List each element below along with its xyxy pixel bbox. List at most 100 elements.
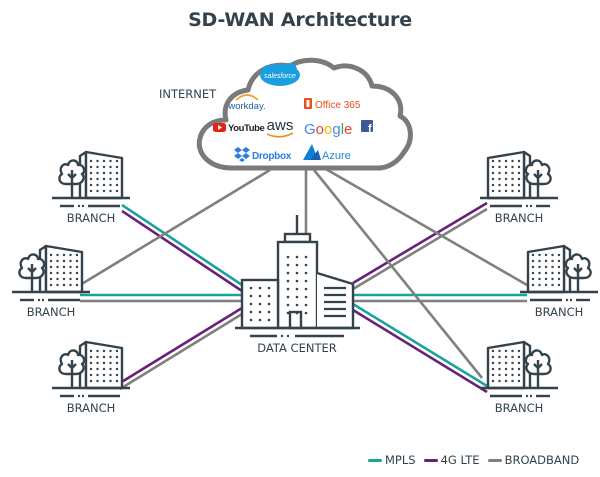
window-dot [304, 271, 308, 275]
link-right-top-lte [352, 201, 488, 285]
window-dot [258, 286, 262, 290]
lte-swatch [423, 458, 438, 462]
tree-icon [524, 349, 552, 388]
link-left-bottom-lte [119, 306, 243, 385]
link-internet-right-middle [323, 166, 528, 287]
branch-right-bottom: BRANCH [480, 340, 558, 415]
building-icon [12, 244, 90, 302]
window-dot [295, 279, 299, 283]
branch-left-top: BRANCH [52, 150, 130, 225]
google-logo: Google [304, 121, 352, 138]
window-dot [304, 295, 308, 299]
window-dot [295, 303, 299, 307]
window-dot [249, 310, 253, 314]
dropbox-text: Dropbox [252, 151, 292, 162]
building-icon [480, 340, 558, 398]
tree-icon [18, 253, 46, 292]
window-dot [286, 311, 290, 315]
branch-label: BRANCH [67, 211, 116, 225]
branch-left-bottom: BRANCH [52, 340, 130, 415]
window-dot [295, 287, 299, 291]
tree-icon [564, 253, 592, 292]
legend-label-broadband: BROADBAND [504, 453, 580, 467]
office365-text: Office 365 [315, 100, 361, 111]
window-dot [258, 302, 262, 306]
window-dot [304, 255, 308, 259]
legend: MPLS 4G LTE BROADBAND [368, 453, 587, 467]
window-dot [258, 310, 262, 314]
window-dot [295, 311, 299, 315]
window-dot [249, 294, 253, 298]
tree-icon [58, 159, 86, 198]
window-dot [286, 255, 290, 259]
window-dot [295, 271, 299, 275]
internet-cloud: INTERNET salesforce workday. Office 365 … [159, 57, 413, 171]
branch-label: BRANCH [495, 401, 544, 415]
diagram-title: SD-WAN Architecture [188, 9, 412, 31]
window-dot [249, 302, 253, 306]
office365-logo: Office 365 [304, 98, 361, 111]
link-internet-left-middle [79, 168, 271, 287]
aws-text: aws [267, 117, 294, 134]
window-dot [304, 279, 308, 283]
window-dot [295, 255, 299, 259]
facebook-text: f [368, 123, 372, 135]
branch-label: BRANCH [495, 211, 544, 225]
window-dot [286, 263, 290, 267]
window-dot [304, 311, 308, 315]
window-dot [304, 263, 308, 267]
salesforce-logo: salesforce [260, 63, 300, 86]
window-dot [295, 263, 299, 267]
tree-icon [58, 349, 86, 388]
workday-text: workday. [227, 101, 265, 112]
link-left-top-lte [121, 209, 243, 293]
window-dot [286, 287, 290, 291]
link-right-top-broadband [352, 207, 488, 291]
link-left-top-mpls [121, 203, 243, 287]
window-dot [286, 279, 290, 283]
branch-right-middle: BRANCH [520, 244, 598, 319]
building-icon [52, 150, 130, 208]
legend-label-lte: 4G LTE [440, 453, 480, 467]
building-icon [520, 244, 598, 302]
youtube-logo: YouTube [213, 123, 265, 134]
link-right-bottom-mpls [352, 302, 488, 388]
branch-label: BRANCH [535, 305, 584, 319]
branch-left-middle: BRANCH [12, 244, 90, 319]
legend-item-mpls: MPLS [368, 453, 416, 467]
window-dot [249, 286, 253, 290]
mpls-swatch [368, 458, 382, 462]
azure-logo: Azure [303, 144, 351, 162]
salesforce-text: salesforce [264, 73, 296, 80]
tree-icon [524, 159, 552, 198]
window-dot [267, 286, 271, 290]
facebook-icon [361, 120, 373, 132]
azure-text: Azure [322, 150, 351, 162]
link-right-bottom-lte [352, 308, 488, 394]
cloud-shape [196, 57, 413, 171]
window-dot [286, 295, 290, 299]
data-center-label: DATA CENTER [257, 341, 336, 355]
link-left-bottom-broadband [119, 312, 243, 391]
aws-logo: aws [266, 117, 294, 138]
window-dot [267, 310, 271, 314]
broadband-swatch [487, 458, 502, 462]
window-dot [258, 294, 262, 298]
window-dot [267, 294, 271, 298]
branch-right-top: BRANCH [480, 150, 558, 225]
facebook-logo: f [361, 120, 373, 135]
connection-lines [79, 166, 528, 394]
data-center [235, 215, 360, 338]
google-text: Google [304, 121, 352, 138]
window-dot [267, 318, 271, 322]
branch-label: BRANCH [67, 401, 116, 415]
window-dot [295, 295, 299, 299]
legend-item-broadband: BROADBAND [487, 453, 580, 467]
link-internet-right-bottom [312, 169, 484, 379]
aws-smile-icon [266, 132, 294, 138]
internet-label: INTERNET [159, 87, 217, 101]
branch-label: BRANCH [27, 305, 76, 319]
window-dot [286, 271, 290, 275]
window-dot [304, 303, 308, 307]
